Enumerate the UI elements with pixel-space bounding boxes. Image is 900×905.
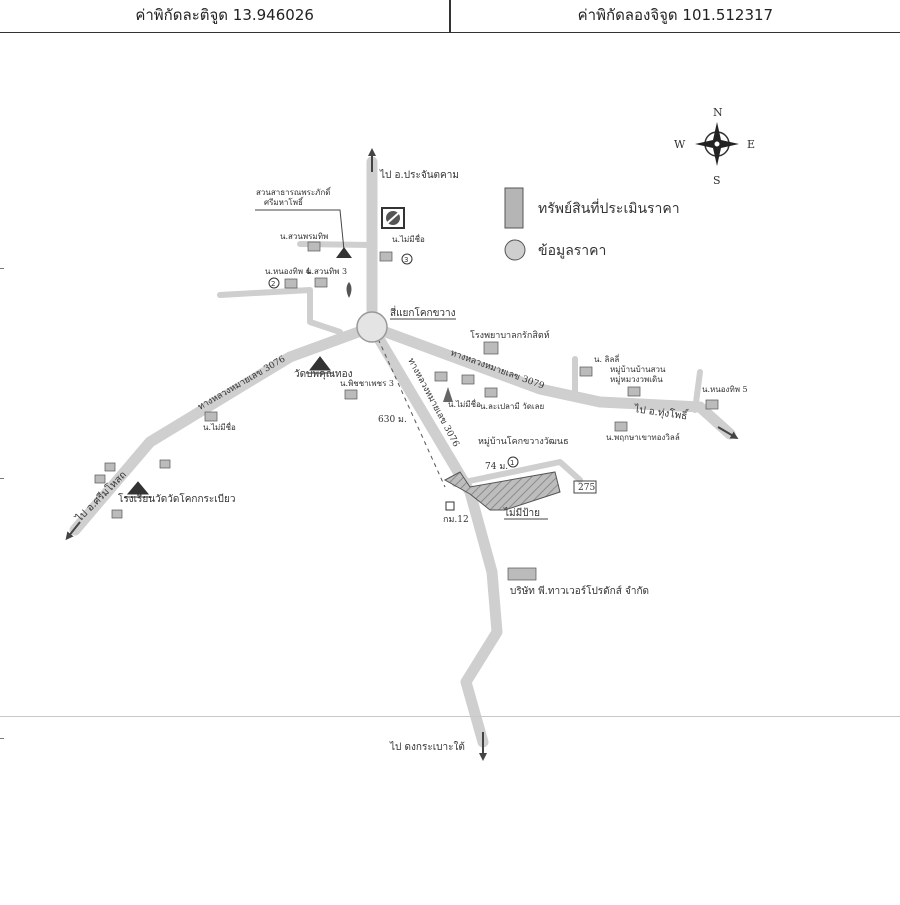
hospital-icon [483, 341, 499, 355]
road-west-arrow [65, 521, 81, 541]
compass-s: S [713, 174, 721, 187]
house-icon [307, 241, 321, 252]
page-divider [0, 716, 900, 717]
house-icon [94, 474, 106, 484]
legend-price-swatch [504, 239, 526, 261]
property-parcel [443, 471, 561, 511]
legend-price-label: ข้อมูลราคา [538, 243, 606, 259]
compass-w: W [674, 138, 686, 151]
school-label: โรงเรียนวัดวัดโคกกระเบียว [118, 492, 235, 505]
price-marker: 2 [268, 277, 280, 289]
building-label: น.สวนพรมทิพ [280, 232, 328, 241]
house-icon [705, 399, 719, 410]
temple-icon [306, 356, 334, 374]
house-icon [314, 277, 328, 288]
compass-e: E [747, 138, 755, 151]
building-label: น. ลิลลี่ [594, 353, 619, 364]
house-icon [204, 411, 218, 422]
no-sign-label: ไม่มีป้าย [503, 507, 540, 519]
house-icon [484, 387, 498, 398]
building-label: น.พิชชาเพชร 3 [340, 379, 394, 388]
header-divider [449, 0, 451, 32]
legend-property-swatch [504, 187, 524, 229]
road-south [366, 321, 503, 748]
road-west [69, 321, 378, 536]
temple-icon [124, 481, 152, 498]
building-label: น.สวนทิพ 3 [306, 267, 347, 276]
temple-center-label: วัดบพคุณทอง [294, 369, 353, 380]
pagoda-icon [346, 282, 352, 298]
compass: N S E W [674, 106, 755, 187]
dist-630-label: 630 ม. [378, 415, 407, 425]
location-map: N S E W ทรัพย์สินที่ประเมินราคา ข้อมูลรา… [65, 106, 755, 761]
label-to-north: ไป อ.ประจันตคาม [379, 169, 459, 181]
building-label: น.ไม่มีชื่อ [448, 398, 481, 409]
road-west-spur [217, 287, 343, 335]
building-label: น.ไม่มีชื่อ [392, 233, 425, 244]
road-3079-label: ทางหลวงหมายเลข 3079 [449, 348, 546, 391]
company-label: บริษัท พี.ทาวเวอร์โปรดักส์ จำกัด [510, 584, 649, 597]
road-3076-west-label: ทางหลวงหมายเลข 3076 [197, 354, 288, 412]
building-label: น.หนองทิพ 5 [702, 385, 748, 394]
house-icon [434, 371, 448, 382]
dist-74-label: 74 ม. [485, 462, 508, 472]
house-icon [579, 366, 593, 377]
svg-text:3: 3 [404, 256, 408, 264]
compass-n: N [713, 106, 723, 119]
house-icon [284, 278, 298, 289]
coordinate-header: ค่าพิกัดละติจูด 13.946026 ค่าพิกัดลองจิจ… [0, 0, 900, 33]
house-icon [627, 386, 641, 397]
building-label: น.ละเปลามี วัดเลย [480, 402, 544, 411]
price-marker: 3 [401, 253, 413, 265]
label-to-south: ไป ดงกระเบาะใต้ [389, 741, 465, 753]
road-east [366, 321, 736, 440]
building-label: หมู่บ้านบ้านสวน [610, 365, 666, 375]
road-east-spur2 [692, 369, 703, 413]
village-label: หมู่บ้านโคกขวางวัฒนธ [478, 436, 569, 447]
legend: ทรัพย์สินที่ประเมินราคา ข้อมูลราคา [504, 187, 680, 261]
num-275-label: 275 [578, 483, 595, 493]
svg-text:1: 1 [510, 459, 514, 467]
road-east-arrow [717, 426, 739, 440]
building-label: น.ไม่มีชื่อ [203, 421, 236, 432]
house-icon [379, 251, 393, 262]
building-label: หมู่หมวงวพเดิน [610, 375, 663, 385]
office-top2-label: ศรีมหาโพธิ์ [264, 196, 304, 207]
road-network [65, 148, 739, 761]
house-icon [614, 421, 628, 432]
latitude-label: ค่าพิกัดละติจูด 13.946026 [135, 6, 314, 24]
longitude-label: ค่าพิกัดลองจิจูด 101.512317 [577, 6, 774, 24]
price-marker: 1 [507, 456, 519, 468]
house-icon [104, 462, 116, 472]
road-property-access [452, 459, 583, 487]
house-icon [159, 459, 171, 469]
house-icon [461, 374, 475, 385]
gate-icon [445, 501, 455, 511]
gas-station-icon [381, 207, 405, 229]
building-label: น.พฤกษาเขาทองวิลล์ [606, 432, 680, 442]
factory-icon [507, 567, 537, 581]
svg-text:2: 2 [271, 280, 275, 288]
house-icon [344, 389, 358, 400]
building-label: น.หนองทิพ 4 [265, 267, 311, 276]
margin-tick [0, 268, 4, 269]
margin-tick [0, 738, 4, 739]
house-icon [111, 509, 123, 519]
roundabout [356, 311, 388, 343]
intersection-label: สี่แยกโคกขวาง [390, 305, 456, 319]
statue-icon [443, 387, 453, 402]
temple-icon [336, 247, 352, 258]
office-top-label: สวนสาธารณพระภักดิ์ [256, 186, 332, 197]
km-label: กม.12 [443, 515, 469, 525]
legend-property-label: ทรัพย์สินที่ประเมินราคา [538, 199, 680, 217]
margin-tick [0, 478, 4, 479]
hospital-label: โรงพยาบาลกรักสิตห์ [470, 329, 550, 341]
